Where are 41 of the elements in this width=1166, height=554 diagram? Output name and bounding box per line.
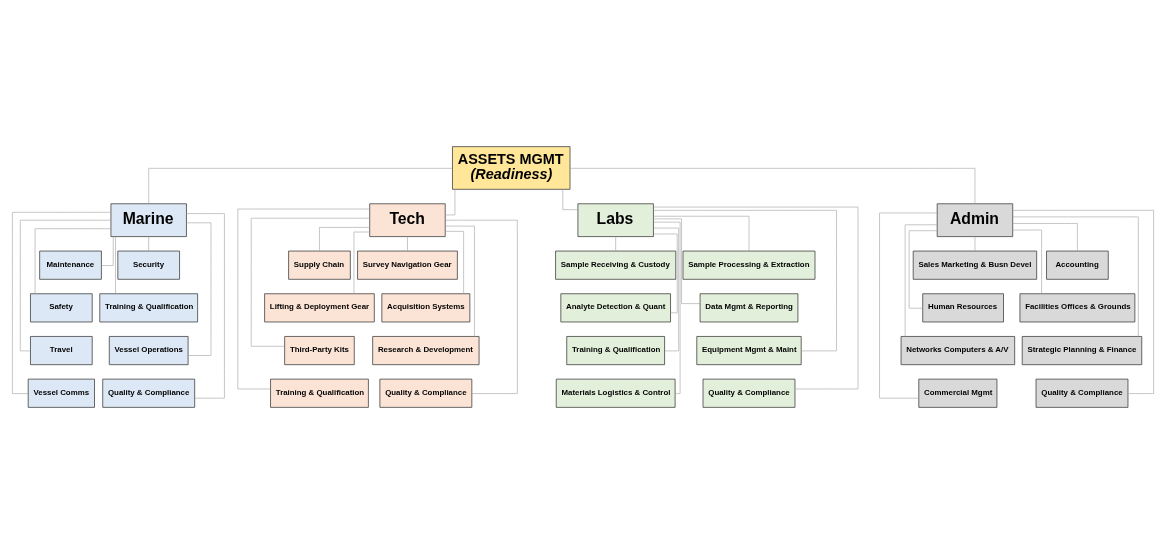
- connector: [186, 222, 212, 356]
- connector: [1012, 210, 1154, 394]
- connector: [653, 210, 837, 352]
- connector: [319, 227, 370, 252]
- connector: [1012, 223, 1078, 252]
- connector: [444, 219, 518, 394]
- connector: [653, 215, 750, 252]
- connector: [148, 236, 150, 252]
- connector: [444, 231, 464, 294]
- connector: [353, 231, 370, 294]
- connector: [653, 221, 681, 394]
- connector: [879, 212, 938, 399]
- connector: [186, 213, 225, 399]
- connector: [562, 189, 579, 210]
- connector: [407, 236, 408, 252]
- connector: [148, 167, 453, 204]
- connector: [615, 236, 616, 252]
- node-box: Labs: [577, 203, 654, 237]
- connector: [101, 236, 114, 266]
- connector: [653, 218, 701, 304]
- connector: [569, 167, 976, 204]
- connector: [1012, 216, 1139, 337]
- connector: [904, 224, 938, 337]
- node-box: Marine: [110, 203, 187, 237]
- connector: [974, 236, 976, 252]
- connector: [1012, 229, 1042, 294]
- connector: [115, 236, 116, 294]
- connector: [908, 230, 938, 309]
- node-box: ASSETS MGMT (Readiness): [452, 146, 571, 190]
- connector: [653, 227, 679, 352]
- connector: [653, 233, 678, 314]
- node-box: Admin: [936, 203, 1014, 237]
- node-box: Tech: [369, 203, 446, 237]
- connector: [237, 208, 370, 390]
- connector: [12, 212, 112, 394]
- connector: [653, 206, 859, 390]
- connector: [19, 219, 112, 352]
- connector: [34, 228, 112, 295]
- connector: [444, 225, 475, 337]
- connector: [445, 189, 456, 216]
- connector: [250, 217, 370, 347]
